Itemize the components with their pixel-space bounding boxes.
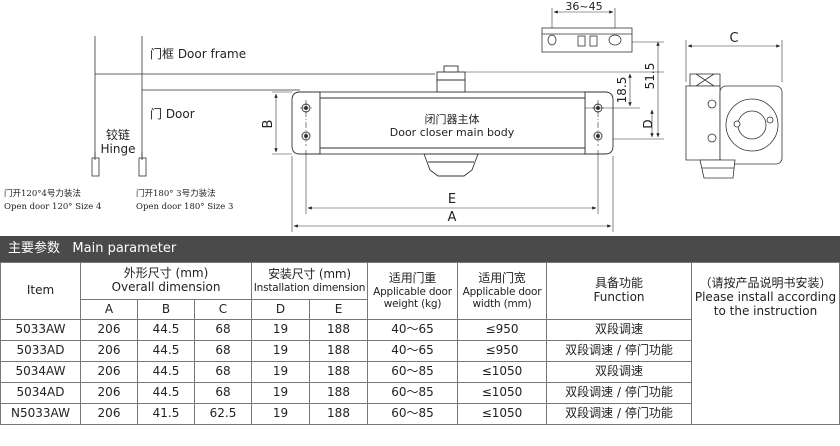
dim-b: B [261, 120, 276, 129]
door-frame-label: 门框 Door frame [150, 46, 246, 61]
technical-drawing: 门框 Door frame 门 Door 铰链 Hinge 门开120°4号力装… [4, 0, 783, 232]
dim-36-45: 36~45 [565, 0, 602, 13]
cell-b: 44.5 [137, 382, 195, 404]
cell-d: 19 [251, 361, 310, 383]
cell-weight: 60～85 [367, 382, 458, 404]
sub-a: A [80, 299, 138, 320]
dim-e: E [448, 192, 456, 207]
cell-c: 68 [194, 361, 252, 383]
cell-weight: 40～65 [367, 319, 458, 341]
cell-d: 19 [251, 319, 310, 341]
cell-width: ≤1050 [457, 382, 547, 404]
cell-function: 双段调速 [546, 361, 692, 383]
cell-width: ≤950 [457, 340, 547, 362]
cell-weight: 60～85 [367, 403, 458, 425]
cell-d: 19 [251, 382, 310, 404]
cell-a: 206 [80, 382, 138, 404]
cell-c: 68 [194, 382, 252, 404]
dim-18-5: 18.5 [615, 77, 629, 104]
cell-c: 62.5 [194, 403, 252, 425]
cell-e: 188 [309, 403, 368, 425]
table-row: 5033AD 206 44.5 68 19 188 40～65 ≤950 双段调… [0, 340, 840, 362]
size4-label-en: Open door 120° Size 4 [4, 202, 101, 212]
banner-title-cn: 主要参数 [8, 241, 61, 256]
hinge-label-cn: 铰链 [106, 127, 130, 142]
cell-weight: 40～65 [367, 340, 458, 362]
dim-51-5: 51.5 [643, 63, 657, 90]
parameter-table: Item 外形尺寸 (mm)Overall dimension 安装尺寸 (mm… [0, 262, 840, 425]
install-note: （请按产品说明书安装）Please install according to t… [691, 262, 840, 425]
size3-label-cn: 门开180° 3号力装法 [136, 188, 216, 199]
cell-item: 5033AW [0, 319, 81, 341]
cell-item: N5033AW [0, 403, 81, 425]
cell-e: 188 [309, 361, 368, 383]
cell-item: 5034AD [0, 382, 81, 404]
cell-function: 双段调速 / 停门功能 [546, 382, 692, 404]
cell-d: 19 [251, 340, 310, 362]
dim-d: D [641, 119, 655, 128]
mounting-bracket [541, 27, 633, 53]
cell-a: 206 [80, 403, 138, 425]
cell-width: ≤1050 [457, 403, 547, 425]
cell-b: 41.5 [137, 403, 195, 425]
table-subheader-row: A B C D E [1, 299, 840, 320]
table-header-row: Item 外形尺寸 (mm)Overall dimension 安装尺寸 (mm… [0, 262, 840, 425]
dim-c: C [729, 31, 738, 46]
cell-function: 双段调速 [546, 319, 692, 341]
table-row: N5033AW 206 41.5 62.5 19 188 60～85 ≤1050… [0, 403, 840, 425]
cell-weight: 60～85 [367, 361, 458, 383]
dim-a: A [448, 210, 457, 225]
door-closer-body [291, 65, 614, 177]
cell-function: 双段调速 / 停门功能 [546, 340, 692, 362]
sub-b: B [137, 299, 195, 320]
side-view [685, 73, 783, 179]
door-label: 门 Door [150, 106, 195, 121]
header-install: 安装尺寸 (mm)Installation dimension [251, 262, 368, 300]
cell-c: 68 [194, 319, 252, 341]
cell-a: 206 [80, 340, 138, 362]
size4-label-cn: 门开120°4号力装法 [4, 188, 81, 199]
body-label-en: Door closer main body [390, 126, 515, 139]
table-row: 5034AW 206 44.5 68 19 188 60～85 ≤1050 双段… [0, 361, 840, 383]
cell-e: 188 [309, 319, 368, 341]
main-parameter-banner: 主要参数 Main parameter [0, 236, 840, 262]
cell-width: ≤950 [457, 319, 547, 341]
cell-width: ≤1050 [457, 361, 547, 383]
cell-a: 206 [80, 319, 138, 341]
header-overall: 外形尺寸 (mm)Overall dimension [80, 262, 252, 300]
cell-item: 5034AW [0, 361, 81, 383]
cell-function: 双段调速 / 停门功能 [546, 403, 692, 425]
cell-b: 44.5 [137, 361, 195, 383]
cell-d: 19 [251, 403, 310, 425]
sub-e: E [309, 299, 368, 320]
sub-d: D [251, 299, 310, 320]
cell-b: 44.5 [137, 340, 195, 362]
door-schematic [91, 36, 435, 177]
body-label-cn: 闭门器主体 [425, 112, 480, 126]
cell-a: 206 [80, 361, 138, 383]
sub-c: C [194, 299, 252, 320]
cell-e: 188 [309, 382, 368, 404]
cell-e: 188 [309, 340, 368, 362]
hinge-label-en: Hinge [101, 142, 136, 156]
size3-label-en: Open door 180° Size 3 [136, 202, 233, 212]
table-row: 5034AD 206 44.5 68 19 188 60～85 ≤1050 双段… [0, 382, 840, 404]
cell-item: 5033AD [0, 340, 81, 362]
banner-title-en: Main parameter [72, 241, 177, 256]
header-item: Item [0, 262, 81, 320]
cell-c: 68 [194, 340, 252, 362]
table-row: 5033AW 206 44.5 68 19 188 40～65 ≤950 双段调… [0, 319, 840, 341]
cell-b: 44.5 [137, 319, 195, 341]
